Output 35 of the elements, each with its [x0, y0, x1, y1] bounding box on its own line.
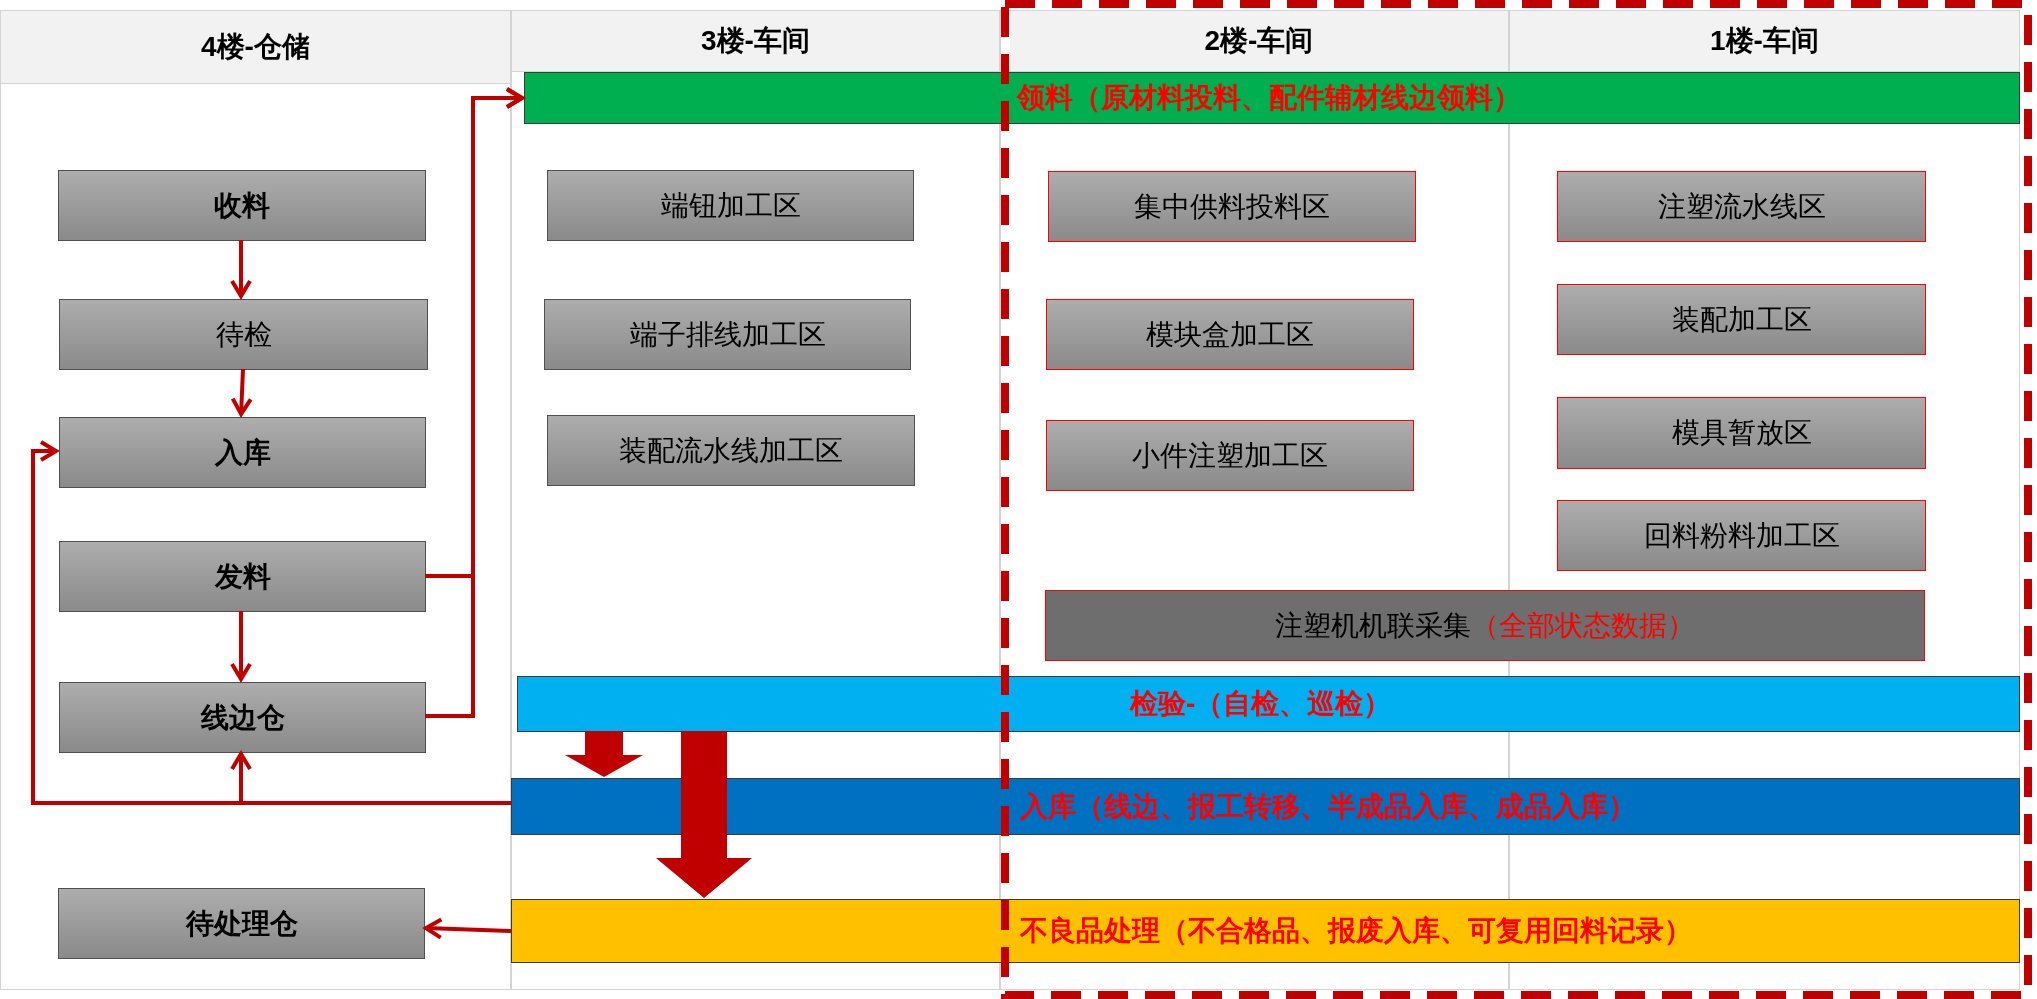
process-box: 线边仓 — [59, 682, 426, 753]
process-box: 小件注塑加工区 — [1046, 420, 1414, 491]
process-box: 待处理仓 — [58, 888, 425, 959]
lane-header: 2楼-车间 — [1010, 11, 1508, 72]
process-box: 发料 — [59, 541, 426, 612]
process-box: 装配加工区 — [1557, 284, 1926, 355]
process-box: 回料粉料加工区 — [1557, 500, 1926, 571]
flow-arrow — [424, 917, 512, 940]
flow-arrow — [425, 87, 524, 718]
block-arrow — [565, 731, 643, 777]
process-box: 端钮加工区 — [547, 170, 914, 241]
process-band: 入库（线边、报工转移、半成品入库、成品入库） — [511, 778, 2020, 835]
flow-arrow — [230, 240, 252, 298]
process-band: 领料（原材料投料、配件辅材线边领料） — [524, 72, 2020, 124]
bar-label: 注塑机机联采集 — [1275, 608, 1471, 643]
process-bar — [1045, 590, 1925, 661]
process-box: 模块盒加工区 — [1046, 299, 1414, 370]
process-box: 模具暂放区 — [1557, 397, 1926, 469]
process-band: 不良品处理（不合格品、报废入库、可复用回料记录） — [511, 899, 2020, 963]
process-box: 入库 — [59, 417, 426, 488]
flow-arrow — [230, 611, 252, 681]
process-box: 收料 — [58, 170, 426, 241]
block-arrow — [656, 731, 752, 898]
process-box: 端子排线加工区 — [544, 299, 911, 370]
lane-header: 4楼-仓储 — [1, 11, 510, 84]
flow-arrow — [230, 368, 253, 416]
process-box: 待检 — [59, 299, 428, 370]
process-band: 检验-（自检、巡检） — [517, 676, 2020, 732]
process-box: 注塑流水线区 — [1557, 171, 1926, 242]
process-box: 装配流水线加工区 — [547, 415, 915, 486]
bar-note: （全部状态数据） — [1471, 608, 1695, 643]
swimlane-column — [0, 10, 511, 990]
lane-header: 1楼-车间 — [1510, 11, 2019, 72]
process-box: 集中供料投料区 — [1048, 171, 1416, 242]
lane-header: 3楼-车间 — [512, 11, 999, 72]
